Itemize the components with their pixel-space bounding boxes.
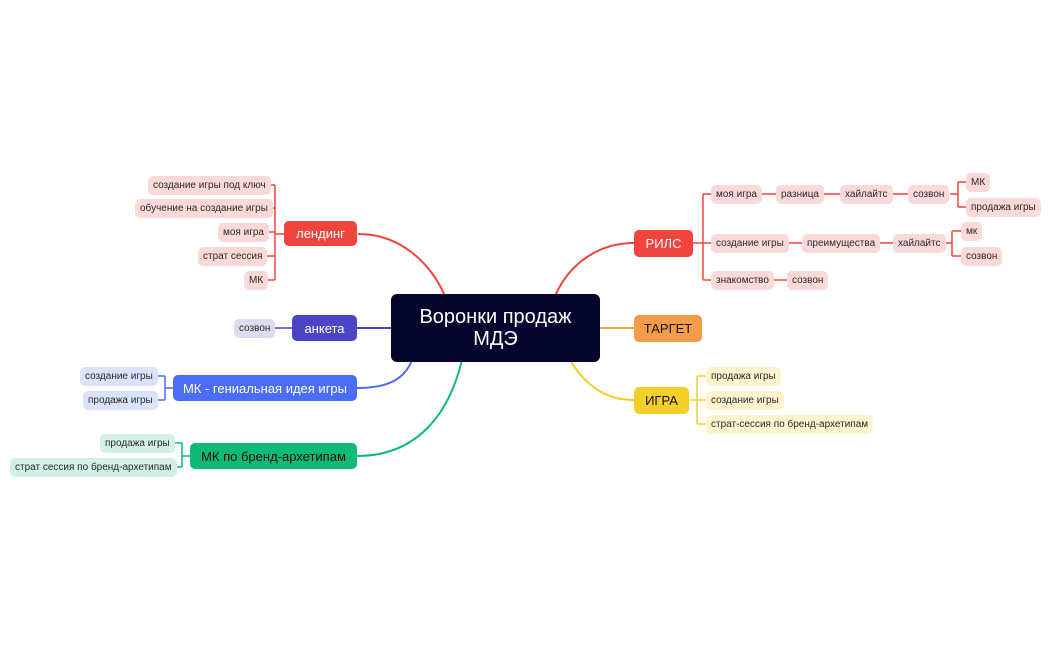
link-landing [357,233,446,297]
rils-item[interactable]: мк [961,222,983,241]
rils-item[interactable]: знакомство [711,271,774,290]
rils-item[interactable]: хайлайтс [893,234,946,253]
link-rils [554,242,635,297]
link-mk-brand [356,359,463,457]
topic-label: МК по бренд-архетипам [201,448,346,464]
rils-item[interactable]: созвон [961,247,1003,266]
topic-label: ТАРГЕТ [643,321,693,336]
mk-idea-item[interactable]: создание игры [80,367,158,386]
rils-item[interactable]: МК [966,173,991,192]
rils-item[interactable]: создание игры [711,234,789,253]
rils-item[interactable]: преимущества [802,234,881,253]
mk-brand-item[interactable]: страт сессия по бренд-архетипам [10,458,177,477]
topic-igra[interactable]: ИГРА [634,387,689,414]
rils-item[interactable]: созвон [787,271,829,290]
topic-label: лендинг [296,226,345,241]
topic-label: анкета [304,320,345,336]
igra-item[interactable]: создание игры [706,391,784,410]
igra-item[interactable]: продажа игры [706,367,781,386]
central-topic-line2: МДЭ [473,328,518,350]
landing-item[interactable]: создание игры под ключ [148,176,271,195]
rils-item[interactable]: моя игра [711,185,762,204]
topic-mk-brand[interactable]: МК по бренд-архетипам [190,443,357,469]
topic-label: РИЛС [645,236,682,251]
landing-item[interactable]: обучение на создание игры [135,199,273,218]
rils-item[interactable]: созвон [908,185,950,204]
topic-rils[interactable]: РИЛС [634,230,693,257]
rils-item[interactable]: продажа игры [966,198,1041,217]
rils-item[interactable]: разница [776,185,824,204]
link-mk-idea [356,359,413,389]
topic-mk-idea[interactable]: МК - гениальная идея игры [173,375,357,401]
topic-anketa[interactable]: анкета [292,315,357,341]
landing-item[interactable]: моя игра [218,223,269,242]
topic-target[interactable]: ТАРГЕТ [634,315,702,342]
central-topic[interactable]: Воронки продаж МДЭ [391,294,600,362]
rils-item[interactable]: хайлайтс [840,185,893,204]
anketa-item[interactable]: созвон [234,319,276,338]
mk-idea-item[interactable]: продажа игры [83,391,158,410]
igra-item[interactable]: страт-сессия по бренд-архетипам [706,415,874,434]
central-topic-line1: Воронки продаж [419,306,572,328]
mk-brand-item[interactable]: продажа игры [100,434,175,453]
landing-item[interactable]: МК [244,271,269,290]
topic-label: МК - гениальная идея игры [182,380,348,396]
link-igra [569,359,635,401]
topic-landing[interactable]: лендинг [284,221,357,246]
topic-label: ИГРА [645,393,678,408]
landing-item[interactable]: страт сессия [198,247,268,266]
